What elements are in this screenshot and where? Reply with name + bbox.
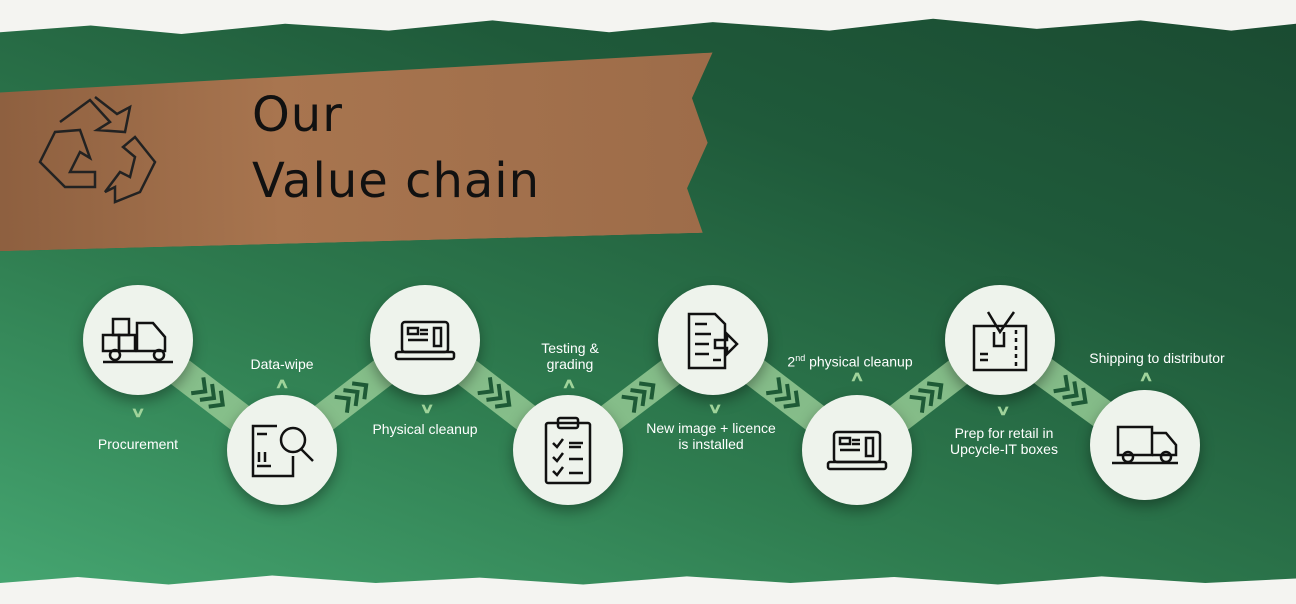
truck-with-boxes-icon bbox=[101, 317, 173, 364]
connector-chevron-icon bbox=[334, 394, 351, 413]
connector-chevron-icon bbox=[343, 388, 360, 407]
label-sup: nd bbox=[795, 353, 806, 363]
title-line-1: Our bbox=[252, 87, 343, 143]
step-shipping-node bbox=[1090, 390, 1200, 500]
document-search-icon bbox=[251, 424, 314, 478]
label-line: Upcycle-IT boxes bbox=[950, 441, 1058, 457]
laptop-icon bbox=[826, 430, 888, 471]
step-new-image-node bbox=[658, 285, 768, 395]
connector-chevron-icon bbox=[630, 388, 647, 407]
chevron-up-icon: ∧ bbox=[849, 368, 865, 384]
step-prep-retail-node bbox=[945, 285, 1055, 395]
chevron-down-icon: ∨ bbox=[419, 400, 435, 416]
connector-chevron-icon bbox=[774, 383, 792, 402]
step-label-data-wipe: Data-wipe bbox=[250, 356, 314, 372]
label-line: is installed bbox=[678, 436, 744, 452]
step-label-shipping: Shipping to distributor bbox=[1089, 350, 1225, 366]
connector-chevron-icon bbox=[351, 381, 369, 400]
step-testing-grading-node bbox=[513, 395, 623, 505]
connector-chevron-icon bbox=[199, 383, 217, 402]
connector-chevron-icon bbox=[765, 377, 783, 396]
chevron-down-icon: ∨ bbox=[995, 402, 1011, 418]
connector-chevron-icon bbox=[208, 390, 225, 409]
connector-chevron-icon bbox=[1053, 374, 1070, 394]
label-line: Testing & bbox=[541, 340, 599, 356]
connector-chevron-icon bbox=[477, 377, 494, 396]
label-line: grading bbox=[546, 356, 594, 372]
connector-chevron-icon bbox=[190, 377, 208, 396]
label-num: 2 bbox=[787, 353, 796, 370]
step-label-physical-cleanup: Physical cleanup bbox=[372, 421, 478, 437]
step-second-cleanup-node bbox=[802, 395, 912, 505]
clipboard-checklist-icon bbox=[544, 416, 592, 485]
connector-chevron-icon bbox=[909, 394, 926, 413]
step-label-testing-grading: Testing &grading bbox=[541, 340, 599, 372]
step-data-wipe-node bbox=[227, 395, 337, 505]
connector-chevron-icon bbox=[486, 383, 503, 402]
label-line: New image + licence bbox=[646, 420, 776, 436]
step-procurement-node bbox=[83, 285, 193, 395]
connector-chevron-icon bbox=[926, 381, 944, 400]
truck-icon bbox=[1112, 425, 1178, 465]
page-title: Our Value chain bbox=[252, 82, 540, 214]
step-physical-cleanup-node bbox=[370, 285, 480, 395]
label-line: Prep for retail in bbox=[954, 425, 1054, 441]
box-check-icon bbox=[972, 311, 1028, 372]
document-export-icon bbox=[687, 312, 739, 370]
step-label-second-cleanup: 2nd physical cleanup bbox=[787, 350, 912, 370]
step-label-procurement: Procurement bbox=[97, 436, 179, 452]
laptop-icon bbox=[394, 320, 456, 361]
chevron-down-icon: ∨ bbox=[707, 400, 723, 416]
title-line-2: Value chain bbox=[252, 153, 541, 209]
chevron-up-icon: ∧ bbox=[274, 375, 290, 391]
connector-chevron-icon bbox=[638, 381, 656, 400]
connector-chevron-icon bbox=[621, 394, 638, 413]
chevron-up-icon: ∧ bbox=[1138, 368, 1154, 384]
connector-chevron-icon bbox=[1062, 381, 1079, 400]
connector-chevron-icon bbox=[1071, 387, 1088, 407]
connector-chevron-icon bbox=[918, 388, 935, 407]
chevron-down-icon: ∨ bbox=[130, 404, 146, 420]
chevron-up-icon: ∧ bbox=[561, 375, 577, 391]
connector-chevron-icon bbox=[494, 390, 512, 409]
recycle-icon bbox=[38, 96, 157, 204]
connector-chevron-icon bbox=[783, 390, 800, 409]
label-text: physical cleanup bbox=[805, 353, 913, 370]
